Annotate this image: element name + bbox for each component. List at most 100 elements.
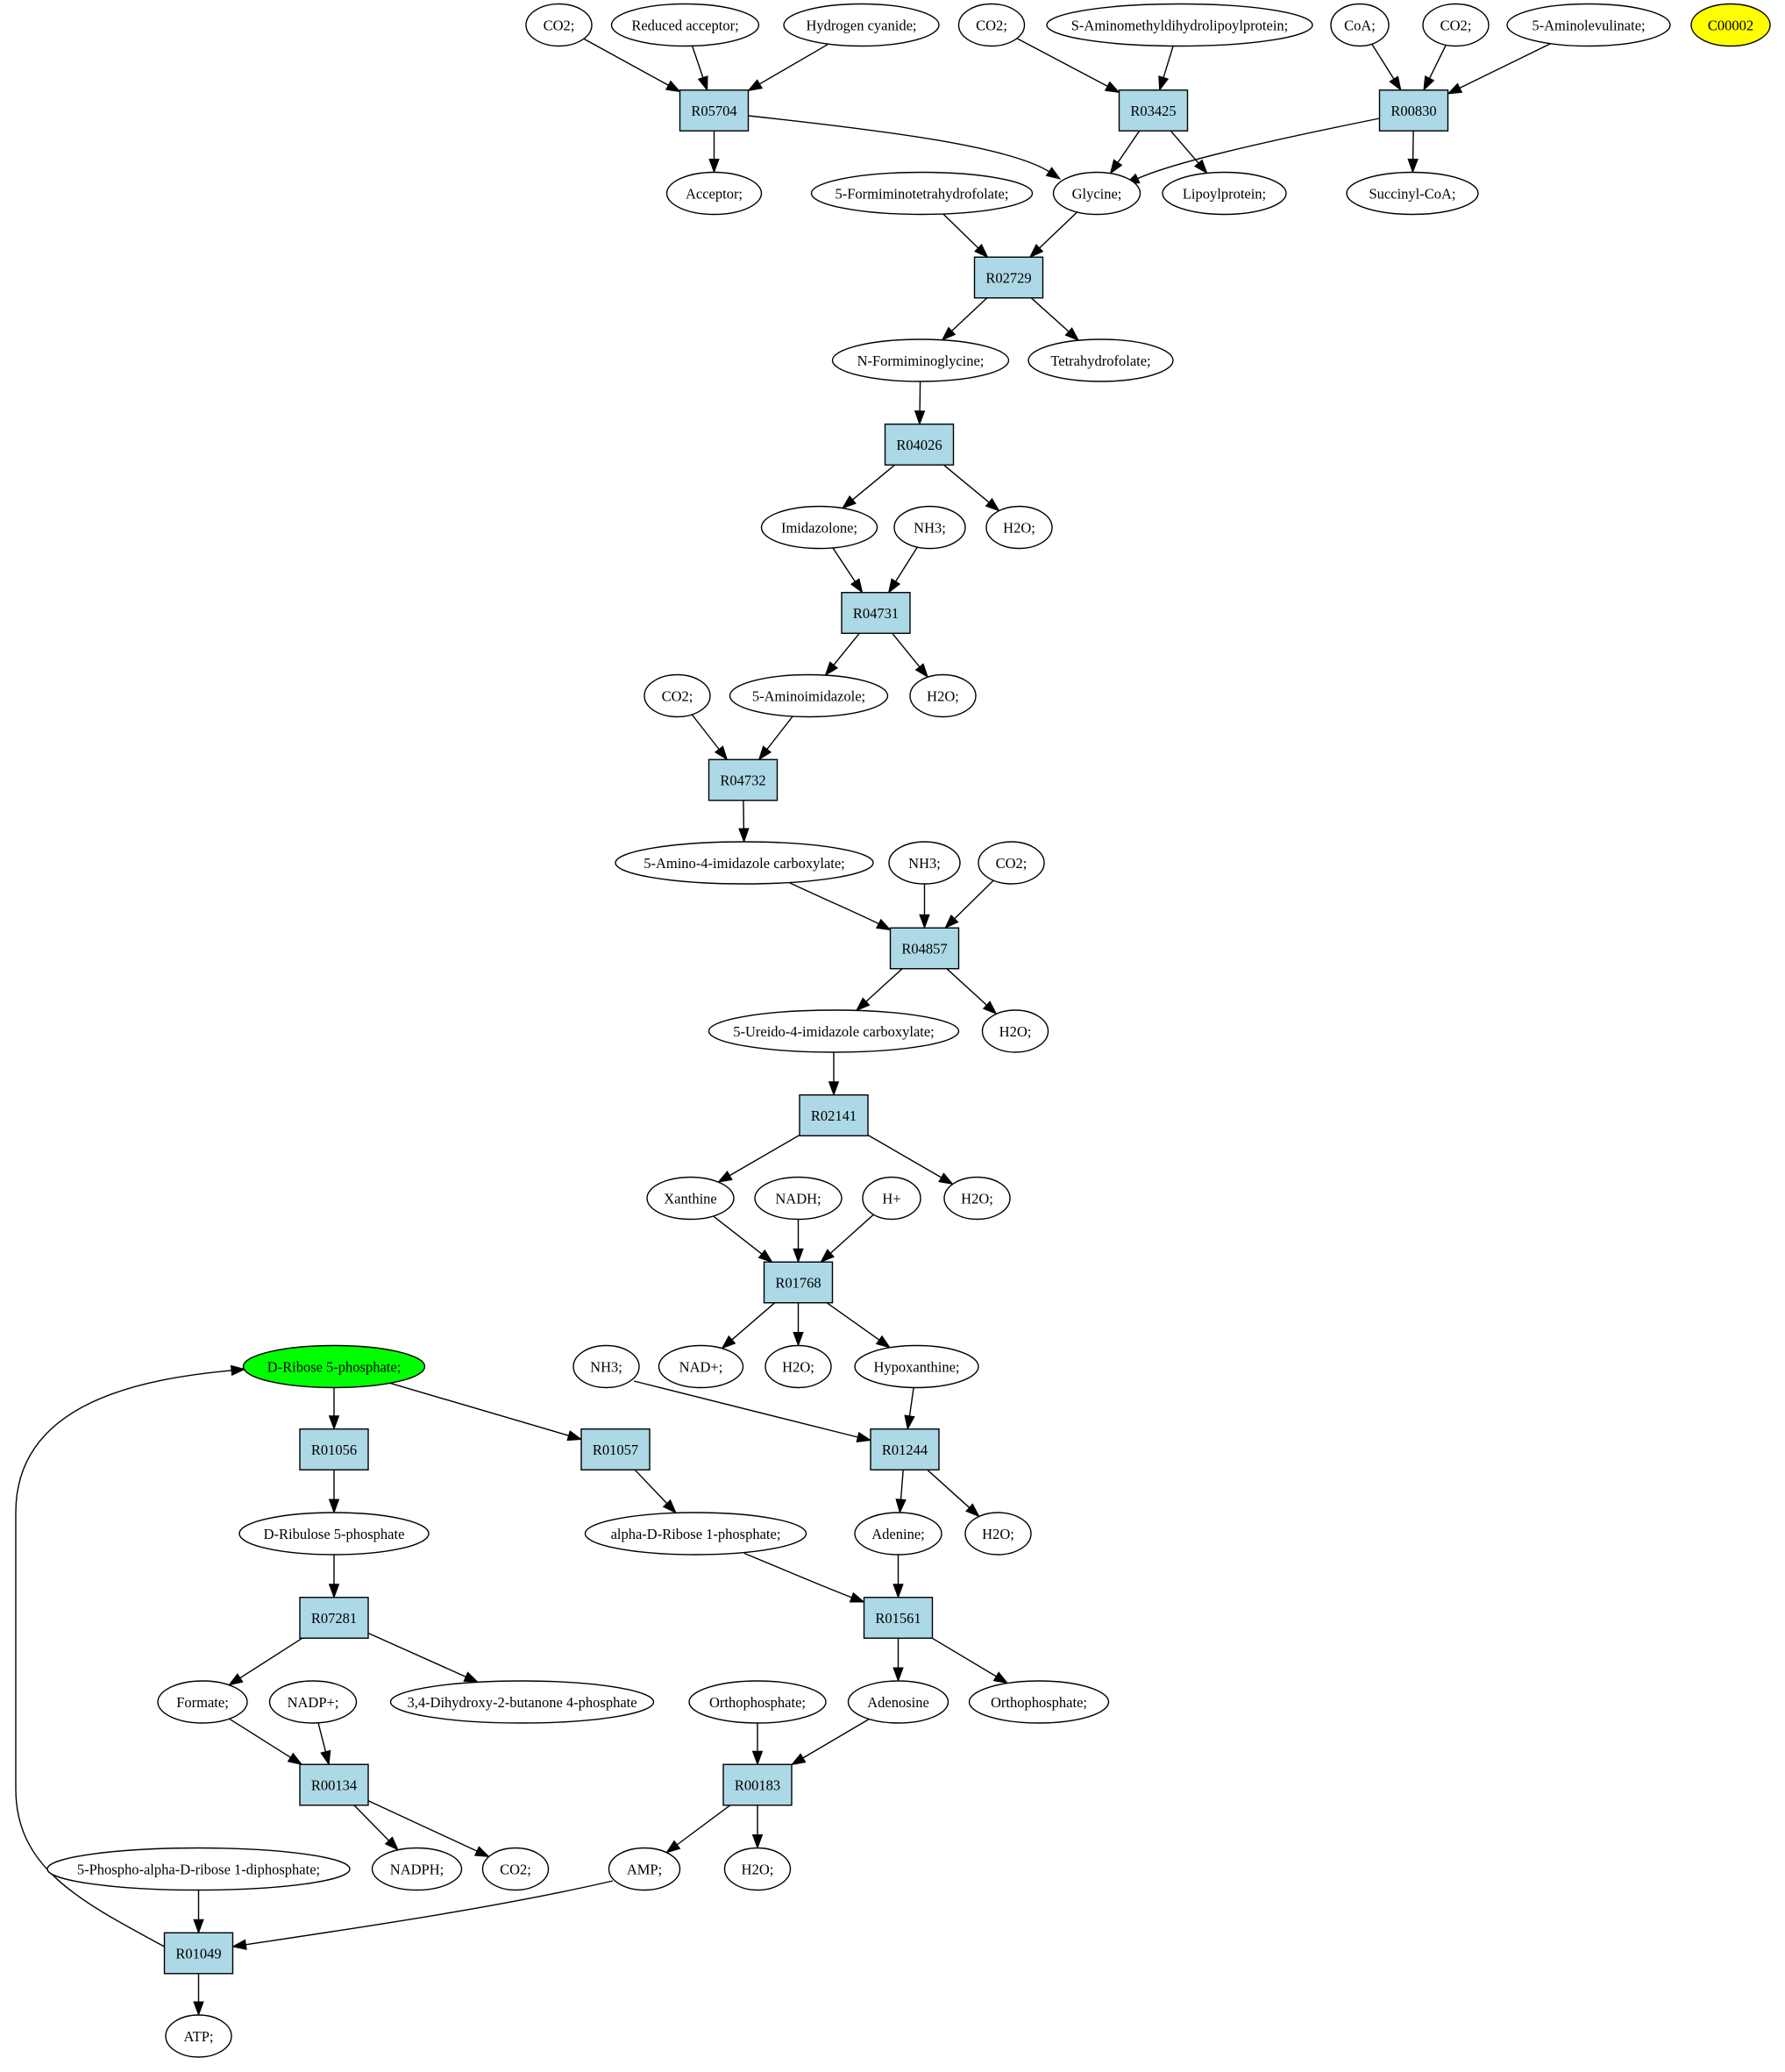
reaction-box [708, 758, 779, 801]
compound-node-nadp[interactable]: NADP+; [268, 1680, 358, 1724]
reaction-node-r05704[interactable]: R05704 [679, 89, 750, 132]
node-label: AMP; [627, 1862, 662, 1878]
reaction-node-r01768[interactable]: R01768 [763, 1261, 834, 1304]
compound-node-reduced-acceptor[interactable]: Reduced acceptor; [610, 3, 760, 47]
arrowhead [757, 1249, 773, 1264]
compound-node-5-ureido-4-imidazole-carboxylate[interactable]: 5-Ureido-4-imidazole carboxylate; [708, 1009, 960, 1053]
compound-node-d-ribulose-5-phosphate[interactable]: D-Ribulose 5-phosphate [238, 1512, 430, 1556]
compound-node-nadh[interactable]: NADH; [754, 1176, 843, 1221]
reaction-node-r04026[interactable]: R04026 [884, 424, 955, 466]
reaction-node-r01244[interactable]: R01244 [870, 1428, 940, 1470]
compound-node-lipoylprotein[interactable]: Lipoylprotein; [1162, 171, 1287, 216]
compound-node-hypoxanthine[interactable]: Hypoxanthine; [854, 1344, 979, 1389]
compound-node-nh3[interactable]: NH3; [888, 841, 961, 885]
compound-node-5-phospho-alpha-d-ribose-1-diphosphate[interactable]: 5-Phospho-alpha-D-ribose 1-diphosphate; [46, 1847, 351, 1891]
compound-node-orthophosphate[interactable]: Orthophosphate; [968, 1680, 1110, 1724]
compound-node-h2o[interactable]: H2O; [764, 1344, 832, 1389]
node-label: CO2; [662, 688, 693, 705]
compound-node-imidazolone[interactable]: Imidazolone; [760, 505, 878, 550]
compound-node-orthophosphate[interactable]: Orthophosphate; [688, 1680, 827, 1724]
compound-node-co2[interactable]: CO2; [957, 3, 1026, 47]
compound-node-s-aminomethyldihydrolipoylprotein[interactable]: S-Aminomethyldihydrolipoylprotein; [1046, 3, 1313, 47]
edge-r_R03425-to-c_glycine [1109, 130, 1141, 174]
edge-r_R03425-to-c_lipoyl [1170, 130, 1208, 174]
reaction-node-r02729[interactable]: R02729 [973, 256, 1044, 299]
node-label: CO2; [996, 855, 1028, 872]
edge-line [919, 381, 921, 413]
reaction-node-r00830[interactable]: R00830 [1378, 89, 1449, 132]
compound-node-adenosine[interactable]: Adenosine [847, 1680, 949, 1724]
reaction-node-r01057[interactable]: R01057 [580, 1428, 651, 1470]
compound-ellipse [608, 1847, 681, 1891]
edge-line [927, 1469, 971, 1510]
compound-node-nadph[interactable]: NADPH; [371, 1847, 463, 1891]
edge-line [367, 1632, 468, 1678]
reaction-node-r04857[interactable]: R04857 [889, 927, 960, 970]
compound-node-5-aminolevulinate[interactable]: 5-Aminolevulinate; [1506, 3, 1671, 47]
compound-node-h2o[interactable]: H2O; [985, 505, 1053, 550]
reaction-node-r04732[interactable]: R04732 [708, 758, 779, 801]
reaction-node-r07281[interactable]: R07281 [299, 1597, 369, 1639]
arrowhead [849, 1591, 865, 1603]
reaction-node-r04731[interactable]: R04731 [841, 592, 911, 634]
node-label: R04732 [720, 773, 765, 789]
edge-line [633, 1380, 860, 1439]
compound-node-adenine[interactable]: Adenine; [854, 1512, 942, 1556]
compound-node-tetrahydrofolate[interactable]: Tetrahydrofolate; [1028, 338, 1174, 382]
edge-r_R02729-to-c_nfg [941, 297, 988, 341]
compound-node-5-aminoimidazole[interactable]: 5-Aminoimidazole; [729, 673, 889, 718]
reaction-node-r01049[interactable]: R01049 [163, 1932, 234, 1975]
compound-node-nh3[interactable]: NH3; [572, 1344, 640, 1389]
compound-node-n-formiminoglycine[interactable]: N-Formiminoglycine; [831, 338, 1010, 382]
compound-node-nh3[interactable]: NH3; [893, 505, 966, 550]
edge-c_5ai-to-r_R04732 [757, 716, 793, 761]
compound-node-alpha-d-ribose-1-phosphate[interactable]: alpha-D-Ribose 1-phosphate; [584, 1512, 807, 1556]
compound-node-xanthine[interactable]: Xanthine [646, 1176, 735, 1221]
compound-node-glycine[interactable]: Glycine; [1052, 171, 1141, 216]
compound-node-5-formiminotetrahydrofolate[interactable]: 5-Formiminotetrahydrofolate; [810, 171, 1034, 216]
compound-node-h2o[interactable]: H2O; [964, 1512, 1032, 1556]
compound-node-nad[interactable]: NAD+; [658, 1344, 744, 1389]
reaction-box [841, 592, 911, 634]
compound-node-co2[interactable]: CO2; [525, 3, 593, 47]
arrowhead [824, 661, 839, 677]
reaction-node-r02141[interactable]: R02141 [799, 1094, 869, 1136]
reaction-node-r00134[interactable]: R00134 [299, 1763, 369, 1806]
compound-node-3-4-dihydroxy-2-butanone-4-phosphate[interactable]: 3,4-Dihydroxy-2-butanone 4-phosphate [389, 1680, 655, 1724]
compound-node-d-ribose-5-phosphate[interactable]: D-Ribose 5-phosphate; [242, 1344, 426, 1389]
compound-node-formate[interactable]: Formate; [157, 1680, 248, 1724]
edge-c_nh3_b-to-r_R04857 [919, 884, 930, 929]
compound-node-co2[interactable]: CO2; [1422, 3, 1490, 47]
compound-node-amp[interactable]: AMP; [608, 1847, 681, 1891]
reaction-node-r03425[interactable]: R03425 [1118, 89, 1189, 132]
compound-ellipse [242, 1344, 426, 1389]
compound-node-h2o[interactable]: H2O; [943, 1176, 1011, 1221]
edge-c_5a4ic-to-r_R04857 [788, 881, 892, 931]
arrowhead [714, 745, 729, 761]
compound-node-co2[interactable]: CO2; [481, 1847, 550, 1891]
compound-node-coa[interactable]: CoA; [1330, 3, 1390, 47]
compound-node-h2o[interactable]: H2O; [909, 673, 977, 718]
reaction-node-r01056[interactable]: R01056 [299, 1428, 369, 1470]
arrowhead [473, 1846, 490, 1858]
node-label: Orthophosphate; [709, 1694, 806, 1711]
compound-node-h2o[interactable]: H2O; [981, 1009, 1049, 1053]
compound-node-co2[interactable]: CO2; [644, 673, 711, 718]
edge-line [1135, 117, 1380, 181]
edge-c_5u4ic-to-r_R02141 [828, 1052, 840, 1097]
arrowhead [697, 75, 708, 92]
edge-line [850, 464, 895, 502]
compound-node-succinyl-coa[interactable]: Succinyl-CoA; [1346, 171, 1479, 216]
compound-ellipse [165, 2014, 232, 2058]
compound-node-atp[interactable]: ATP; [165, 2014, 232, 2058]
reaction-node-r01561[interactable]: R01561 [863, 1597, 934, 1639]
compound-node-h2o[interactable]: H2O; [723, 1847, 792, 1891]
arrowhead [904, 1414, 915, 1431]
compound-node-co2[interactable]: CO2; [978, 841, 1045, 885]
compound-node-hydrogen-cyanide[interactable]: Hydrogen cyanide; [783, 3, 940, 47]
compound-node-h[interactable]: H+ [862, 1176, 921, 1221]
compound-node-c00002[interactable]: C00002 [1690, 3, 1771, 47]
compound-node-5-amino-4-imidazole-carboxylate[interactable]: 5-Amino-4-imidazole carboxylate; [615, 841, 874, 885]
compound-node-acceptor[interactable]: Acceptor; [665, 171, 763, 216]
reaction-node-r00183[interactable]: R00183 [722, 1763, 793, 1806]
